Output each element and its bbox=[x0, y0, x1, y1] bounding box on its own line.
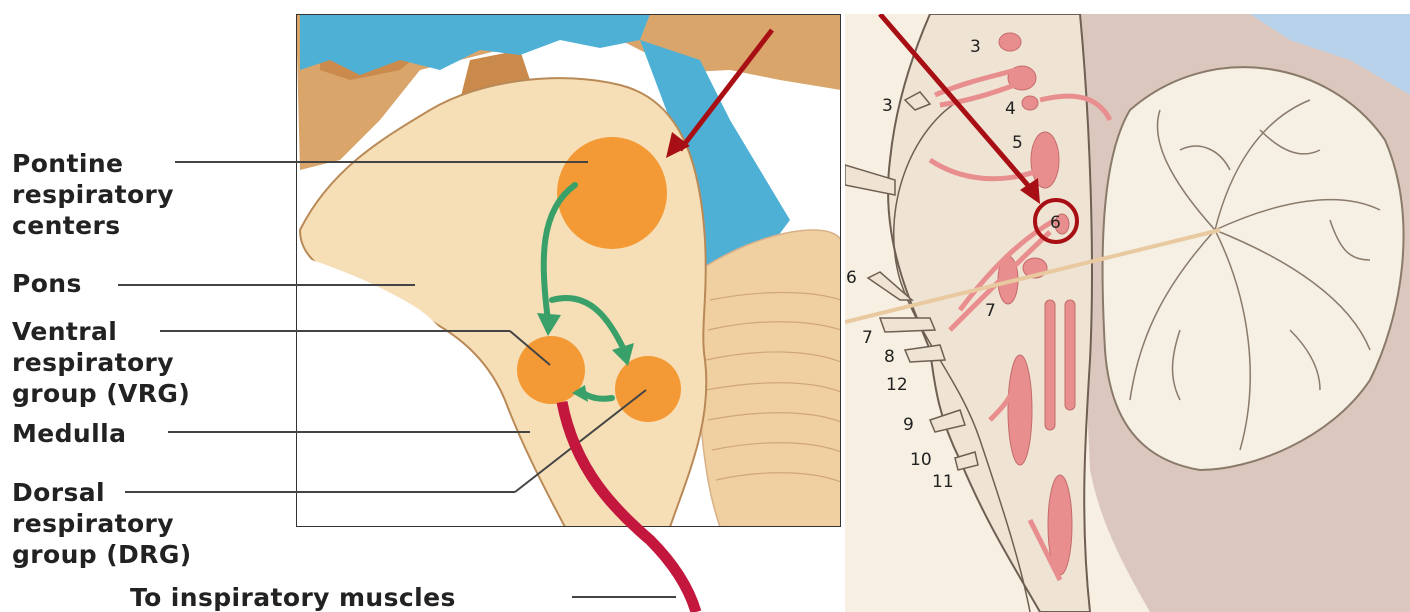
cerebellum bbox=[698, 230, 841, 527]
nerve-number: 11 bbox=[932, 472, 954, 492]
nerve-number: 3 bbox=[970, 37, 981, 57]
nerve-number: 4 bbox=[1005, 99, 1016, 119]
nerve-number: 6 bbox=[1050, 213, 1061, 233]
nerve-number: 3 bbox=[882, 96, 893, 116]
drg-center bbox=[615, 356, 681, 422]
pontine-respiratory-center bbox=[557, 137, 667, 249]
nerve-number: 8 bbox=[884, 347, 895, 367]
nerve-number: 5 bbox=[1012, 133, 1023, 153]
nerve-number: 12 bbox=[886, 375, 908, 395]
nerve-number: 7 bbox=[862, 328, 873, 348]
nerve-number: 6 bbox=[846, 268, 857, 288]
nerve-number: 10 bbox=[910, 450, 932, 470]
right-panel-illustration: 3 3 4 5 6 7 6 7 8 12 9 10 11 bbox=[845, 14, 1410, 612]
nerve-number: 9 bbox=[903, 415, 914, 435]
nerve-number: 7 bbox=[985, 301, 996, 321]
left-panel-illustration bbox=[118, 14, 841, 612]
